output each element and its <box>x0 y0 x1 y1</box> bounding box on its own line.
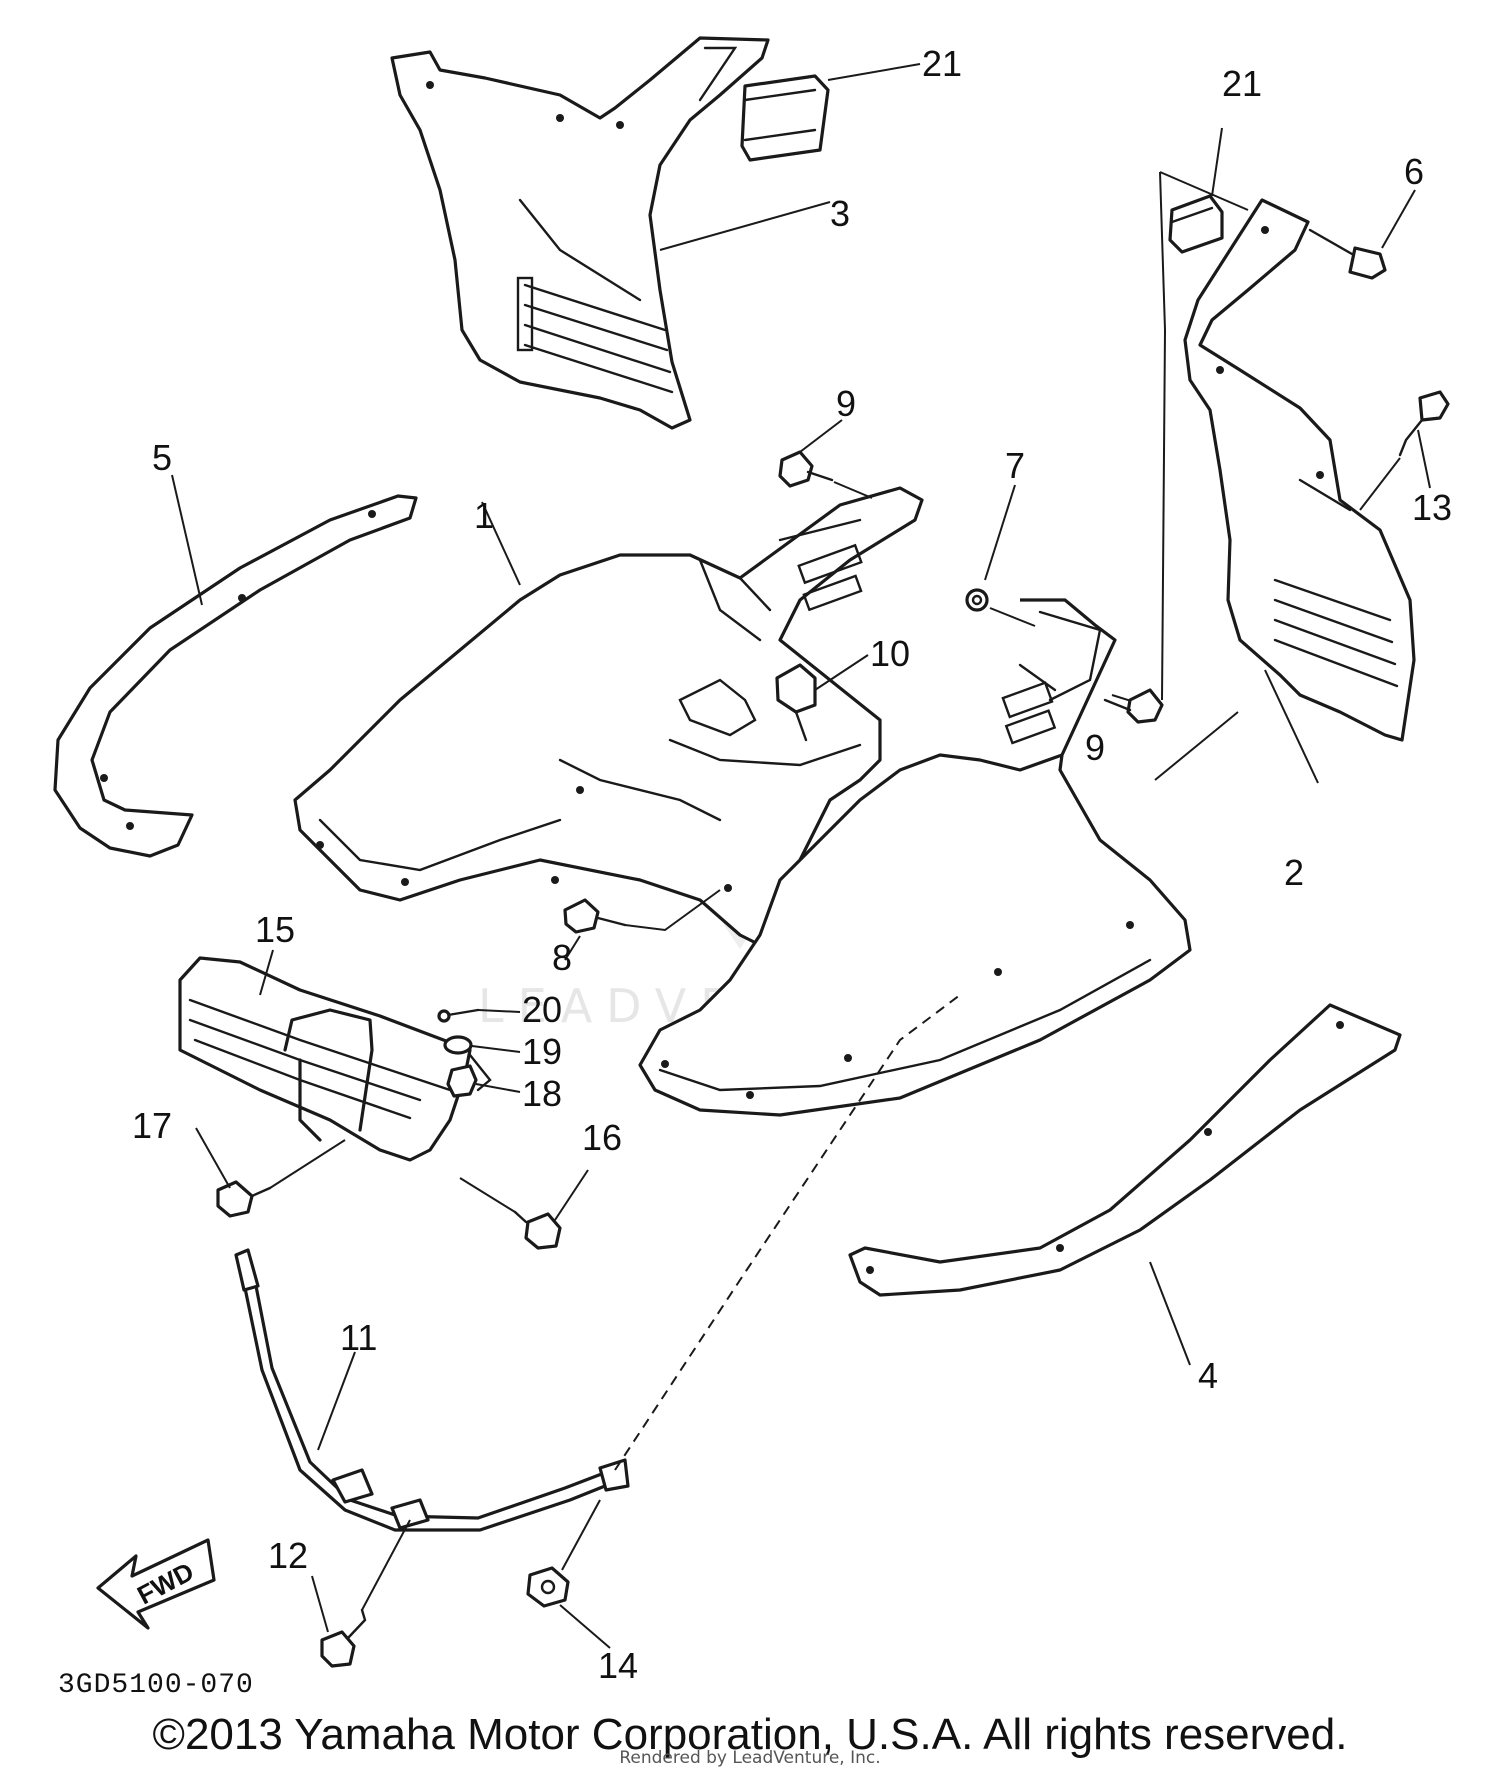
part-14-nut <box>526 1566 570 1608</box>
callout-18: 18 <box>522 1073 562 1114</box>
callout-14: 14 <box>598 1645 638 1686</box>
part-19-washer <box>443 1035 473 1055</box>
part-10-cap <box>775 663 817 742</box>
part-8-bolt <box>563 898 627 934</box>
part-3-left-side-cover <box>390 36 770 430</box>
callout-9-upper: 9 <box>836 383 856 424</box>
callout-3: 3 <box>830 193 850 234</box>
callout-6: 6 <box>1404 151 1424 192</box>
part-16-bolt <box>513 1210 562 1250</box>
fwd-arrow-icon: FWD <box>96 1538 216 1630</box>
callout-20: 20 <box>522 989 562 1030</box>
front-fender-body <box>638 598 1192 1117</box>
callout-labels: 21 21 6 3 9 5 7 13 1 10 9 2 15 8 20 19 1… <box>132 43 1452 1686</box>
part-17-bolt <box>216 1180 272 1218</box>
diagram-code: 3GD5100-070 <box>58 1670 254 1701</box>
callout-13: 13 <box>1412 487 1452 528</box>
callout-8: 8 <box>552 937 572 978</box>
callout-5: 5 <box>152 437 172 478</box>
callout-1: 1 <box>474 495 494 536</box>
part-13-screw <box>1398 390 1450 457</box>
part-12-bolt <box>320 1608 367 1668</box>
callout-12: 12 <box>268 1535 308 1576</box>
callout-17: 17 <box>132 1105 172 1146</box>
part-15-rear-rack <box>178 956 492 1162</box>
part-6-screw <box>1308 228 1387 280</box>
part-11-guard-bar <box>234 1248 630 1532</box>
part-7-grommet <box>965 588 989 612</box>
callout-16: 16 <box>582 1117 622 1158</box>
part-5-trim-strip <box>53 494 418 858</box>
rendered-by-watermark: Rendered by LeadVenture, Inc. <box>619 1748 881 1768</box>
part-21-pad-right <box>1168 194 1224 254</box>
callout-4: 4 <box>1198 1355 1218 1396</box>
callout-2: 2 <box>1284 852 1304 893</box>
part-20-clip <box>437 1008 480 1023</box>
callout-19: 19 <box>522 1031 562 1072</box>
callout-9-lower: 9 <box>1085 727 1105 768</box>
part-9-bolt-upper <box>778 450 834 488</box>
part-2-right-side-cover <box>1183 198 1416 742</box>
callout-7: 7 <box>1005 445 1025 486</box>
callout-21-right: 21 <box>1222 63 1262 104</box>
callout-15: 15 <box>255 909 295 950</box>
callout-11: 11 <box>340 1317 377 1358</box>
part-21-pad-left <box>740 74 830 162</box>
callout-10: 10 <box>870 633 910 674</box>
part-9-bolt-lower <box>1103 688 1164 724</box>
callout-21-left: 21 <box>922 43 962 84</box>
part-4-trim-strip <box>848 1003 1402 1297</box>
part-18-nut <box>446 1064 478 1098</box>
copyright-notice: ©2013 Yamaha Motor Corporation, U.S.A. A… <box>152 1710 1348 1759</box>
part-1-rear-fender <box>293 486 924 947</box>
